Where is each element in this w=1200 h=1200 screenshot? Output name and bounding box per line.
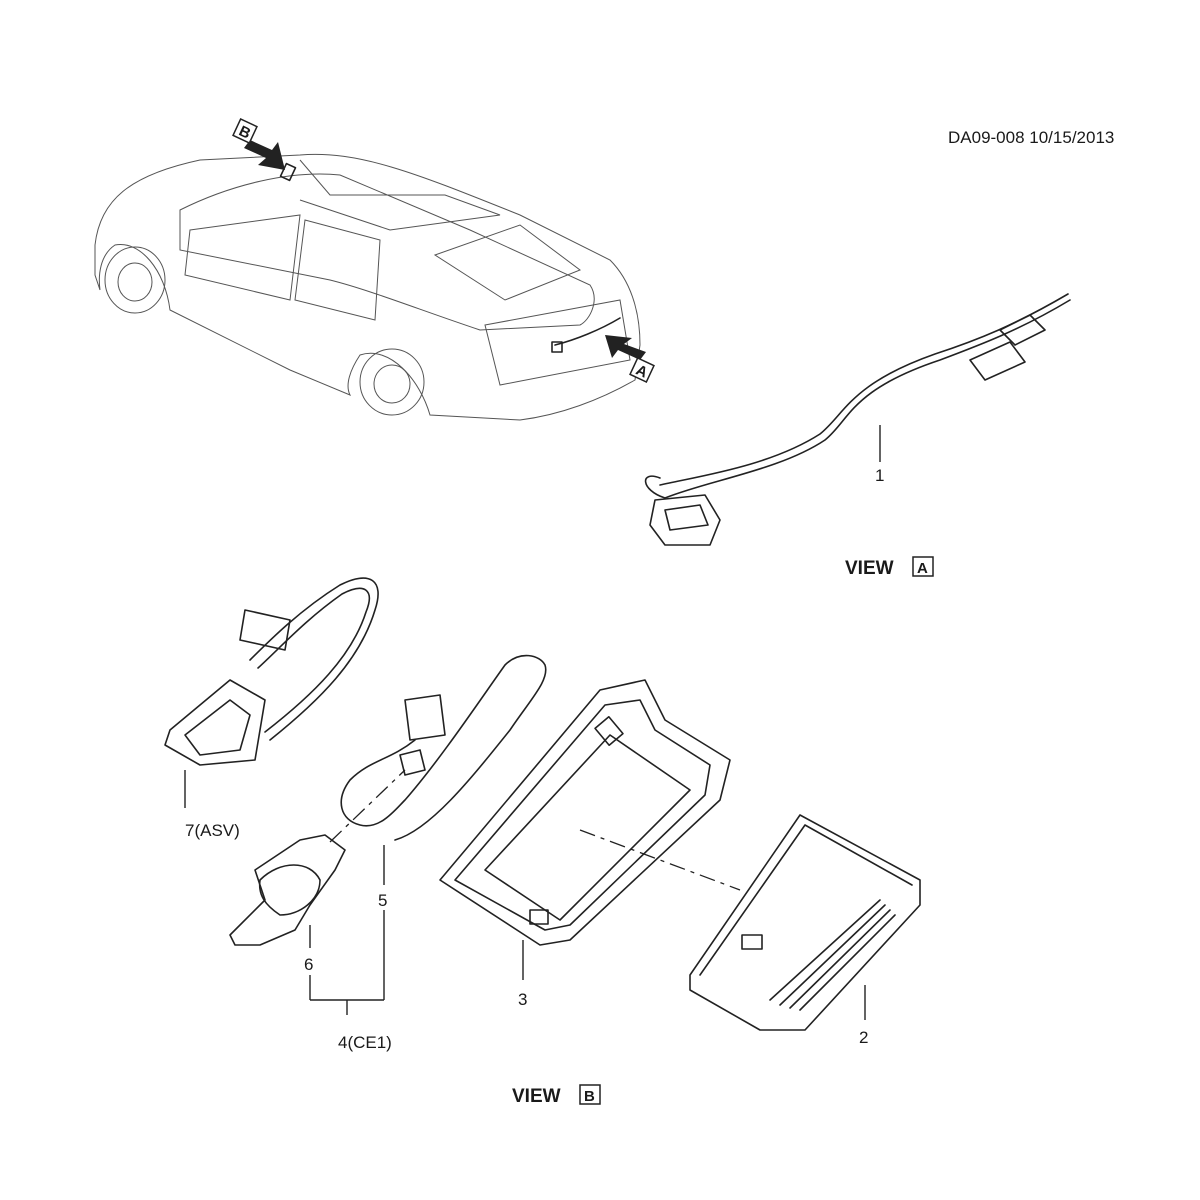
- part-1-camera-harness: [644, 293, 1071, 546]
- svg-text:VIEW: VIEW: [512, 1086, 561, 1107]
- callout-2: 2: [859, 1028, 868, 1047]
- svg-text:B: B: [584, 1088, 595, 1105]
- arrow-b-indicator: B: [232, 118, 285, 170]
- callout-6: 6: [304, 955, 313, 974]
- part-3-bracket: [439, 679, 731, 980]
- arrow-a-indicator: A: [605, 335, 655, 383]
- callout-1: 1: [875, 466, 884, 485]
- diagram-code: DA09-008 10/15/2013: [948, 128, 1114, 147]
- part-2-cover: [689, 814, 921, 1031]
- part-6-connector: [229, 834, 384, 1015]
- callout-7: 7(ASV): [185, 821, 240, 840]
- view-b-label: VIEW B: [512, 1084, 601, 1107]
- assembly-line-5-6: [329, 769, 406, 843]
- svg-text:A: A: [917, 560, 928, 577]
- view-a-label: VIEW A: [845, 556, 934, 579]
- part-5-harness: [340, 654, 547, 1000]
- car-illustration: [94, 153, 641, 421]
- callout-3: 3: [518, 990, 527, 1009]
- callout-5: 5: [378, 891, 387, 910]
- svg-text:VIEW: VIEW: [845, 558, 894, 579]
- part-7-asv-harness: [164, 577, 379, 808]
- assembly-line-3-2: [579, 829, 741, 891]
- callout-4: 4(CE1): [338, 1033, 392, 1052]
